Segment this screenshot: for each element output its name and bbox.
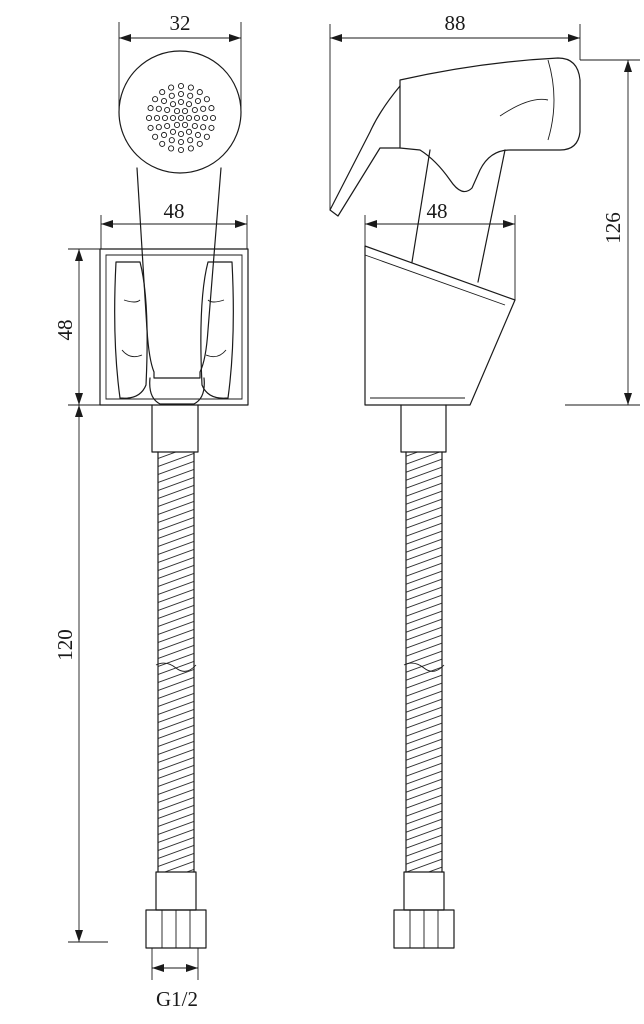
spray-nozzle [208,124,215,131]
dim-holder-width-front-label: 48 [164,199,185,223]
spray-nozzle [173,121,181,128]
spray-nozzle [155,105,162,112]
spray-nozzle [168,145,175,152]
spray-nozzle [147,105,154,112]
spray-nozzle [177,98,185,106]
spray-nozzle [160,131,168,139]
spray-nozzle [164,106,171,114]
dim-holder-width-side: 48 [364,199,516,300]
dim-head-width-label: 32 [170,11,191,35]
side-spray-head [399,57,581,193]
spray-nozzle [173,108,181,115]
spray-nozzle [187,137,194,144]
spray-nozzle [187,145,194,152]
spray-nozzle [208,105,215,112]
front-spray-head [118,50,242,174]
side-grip [411,149,506,283]
spray-nozzle [185,114,193,122]
spray-nozzle [196,89,203,96]
dim-holder-width-side-label: 48 [427,199,448,223]
spray-nozzle [209,114,217,122]
spray-nozzles [145,82,217,154]
spray-nozzle [194,131,202,139]
front-hose [155,451,197,873]
spray-nozzle [187,92,194,99]
dim-total-height-label: 126 [601,212,625,244]
dim-thread-label: G1/2 [156,987,198,1011]
side-hose-connector [400,404,447,453]
front-hex-nut [145,871,207,949]
spray-nozzle [152,133,159,140]
spray-nozzle [145,114,153,122]
spray-nozzle [159,89,166,96]
spray-nozzle [200,105,207,112]
spray-nozzle [191,106,198,114]
side-hose [403,451,445,873]
spray-nozzle [159,140,166,147]
spray-nozzle [187,84,194,91]
spray-nozzle [155,124,162,131]
spray-nozzle [168,84,175,91]
side-wall-holder [364,245,516,406]
spray-nozzle [147,124,154,131]
front-hose-connector [151,404,199,453]
spray-nozzle [169,114,177,122]
spray-nozzle [194,97,202,105]
dim-holder-height: 48 [53,248,100,406]
dim-hose-length: 120 [53,404,108,943]
spray-nozzle [169,128,177,135]
spray-nozzle [181,108,189,115]
spray-nozzle [169,101,177,108]
side-hex-nut [393,871,455,949]
spray-nozzle [160,97,168,105]
dim-holder-height-label: 48 [53,320,77,341]
spray-nozzle [177,90,185,98]
dim-side-length-label: 88 [445,11,466,35]
spray-nozzle [164,122,171,130]
dim-head-width: 32 [118,11,242,112]
spray-nozzle [177,82,185,90]
dim-thread: G1/2 [151,948,199,1011]
spray-nozzle [200,124,207,131]
spray-nozzle [177,138,185,146]
spray-nozzle [168,92,175,99]
dim-side-length: 88 [329,11,581,210]
spray-nozzle [181,121,189,128]
spray-nozzle [177,114,185,122]
spray-nozzle [185,128,193,135]
spray-nozzle [177,146,185,154]
spray-nozzle [185,101,193,108]
side-trigger-lever [329,85,401,217]
front-wall-holder [99,248,249,406]
spray-nozzle [152,96,159,103]
spray-nozzle [196,140,203,147]
spray-nozzle [201,114,209,122]
side-view [329,57,581,949]
dim-total-height: 126 [565,59,640,406]
front-handle [136,167,222,379]
spray-nozzle [203,96,210,103]
spray-nozzle [191,122,198,130]
spray-nozzle [193,114,201,122]
spray-nozzle [161,114,169,122]
spray-nozzle [153,114,161,122]
spray-nozzle [168,137,175,144]
front-view [99,50,249,949]
spray-nozzle [177,130,185,138]
dim-hose-length-label: 120 [53,629,77,661]
dim-holder-width-front: 48 [100,199,248,249]
spray-nozzle [203,133,210,140]
